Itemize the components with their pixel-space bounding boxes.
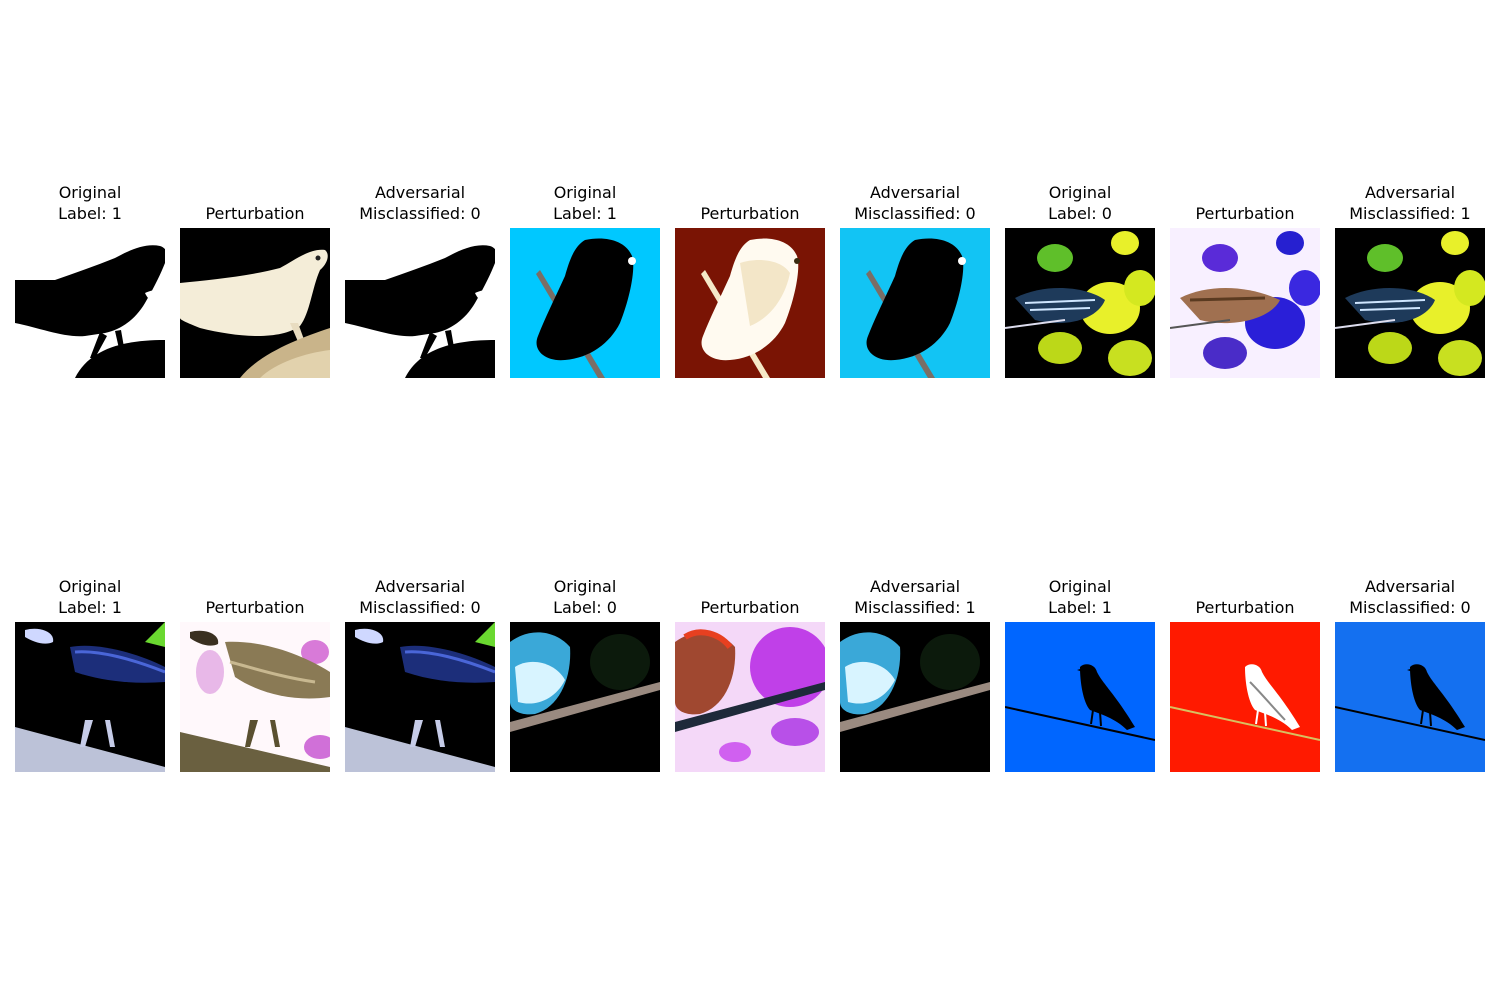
image-original — [15, 228, 165, 378]
caption-perturbation: Perturbation — [1195, 598, 1295, 617]
caption-perturbation: Perturbation — [205, 598, 305, 617]
image-perturbation — [180, 622, 330, 772]
image-original — [1005, 622, 1155, 772]
image-adversarial — [1335, 622, 1485, 772]
image-adversarial — [345, 228, 495, 378]
image-perturbation — [180, 228, 330, 378]
image-perturbation — [1170, 622, 1320, 772]
caption-perturbation: Perturbation — [700, 204, 800, 223]
caption-perturbation: Perturbation — [205, 204, 305, 223]
image-adversarial — [840, 228, 990, 378]
image-original — [510, 228, 660, 378]
image-adversarial — [345, 622, 495, 772]
caption-perturbation: Perturbation — [1195, 204, 1295, 223]
caption-perturbation: Perturbation — [700, 598, 800, 617]
image-adversarial — [1335, 228, 1485, 378]
image-original — [1005, 228, 1155, 378]
image-adversarial — [840, 622, 990, 772]
image-original — [15, 622, 165, 772]
image-original — [510, 622, 660, 772]
image-perturbation — [675, 228, 825, 378]
image-perturbation — [675, 622, 825, 772]
image-perturbation — [1170, 228, 1320, 378]
